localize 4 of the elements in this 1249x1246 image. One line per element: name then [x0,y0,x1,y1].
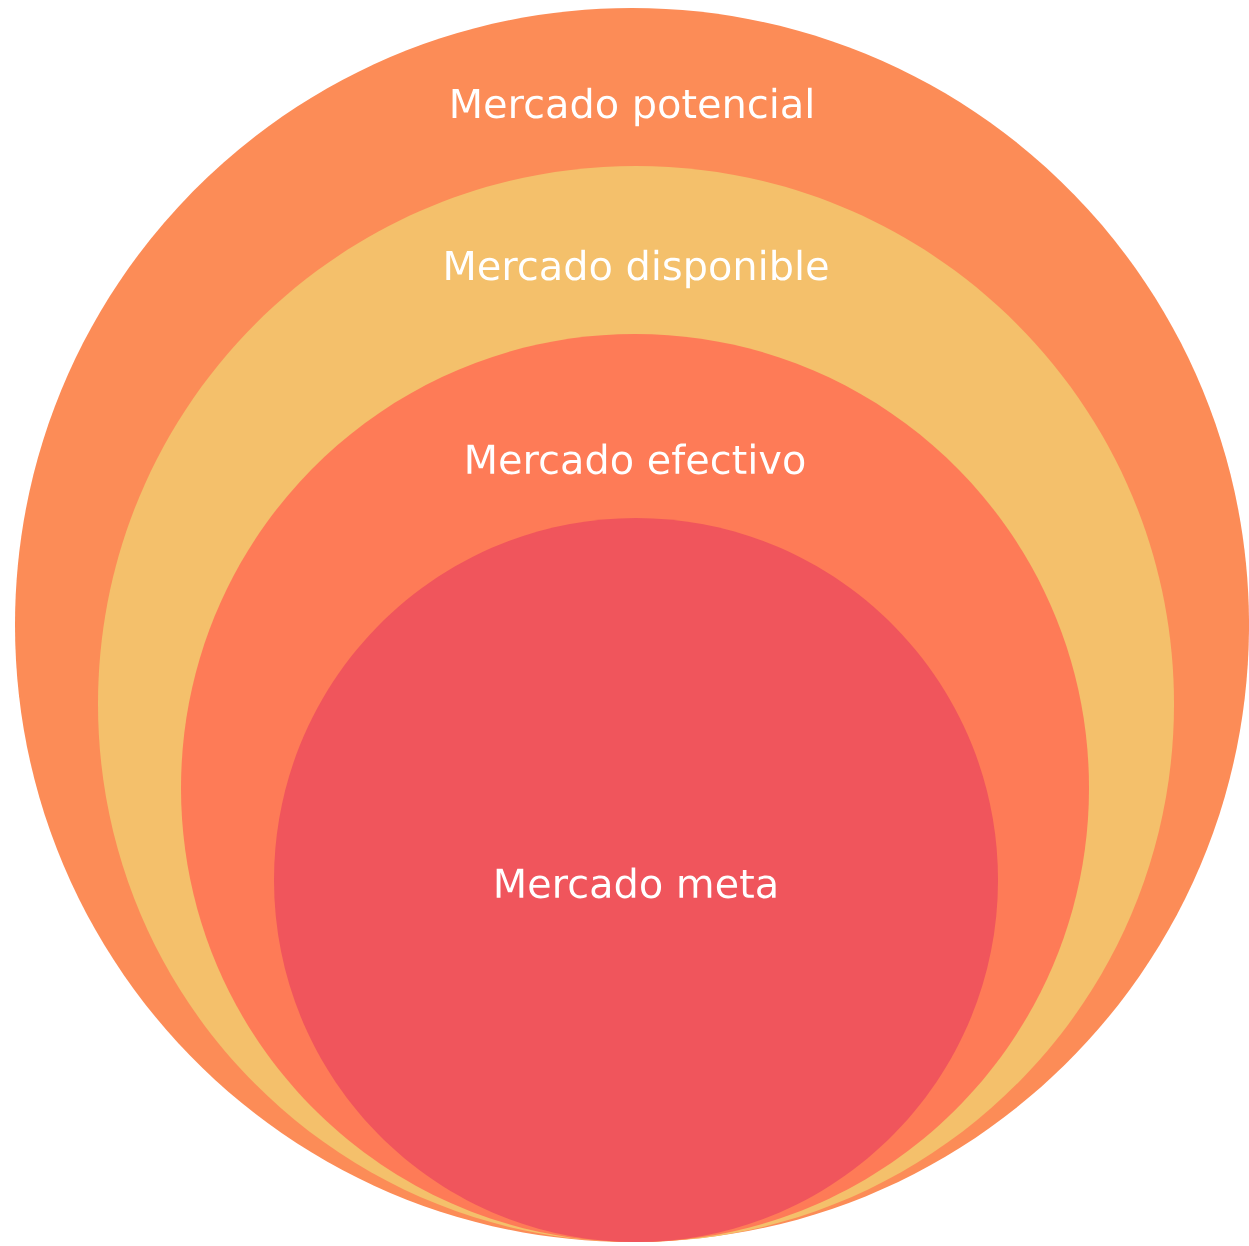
circle-label: Mercado efectivo [467,443,805,475]
circle-label: Mercado disponible [446,249,828,289]
circle-label: Mercado meta [496,867,776,899]
circle-label: Mercado potencial [452,87,812,127]
